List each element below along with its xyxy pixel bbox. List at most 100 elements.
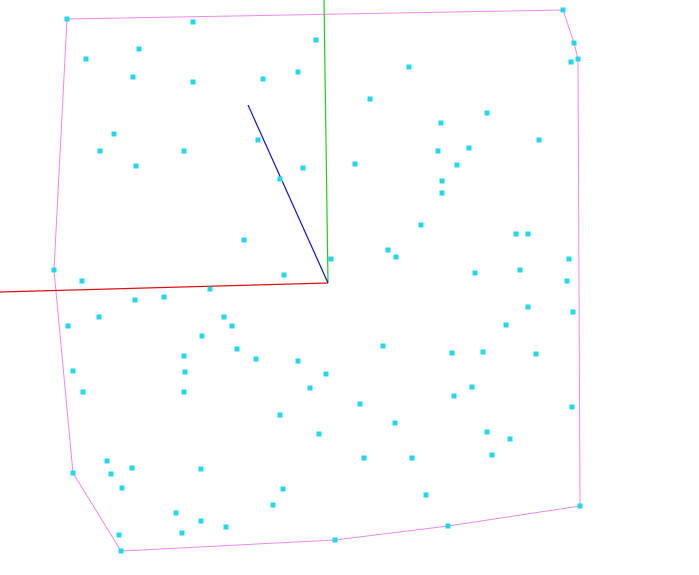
point-marker <box>480 349 486 355</box>
point-marker <box>234 346 240 352</box>
point-marker <box>361 455 367 461</box>
point-marker <box>316 431 322 437</box>
point-marker <box>451 393 457 399</box>
point-marker <box>173 510 179 516</box>
point-marker <box>182 369 188 375</box>
point-marker <box>577 503 583 509</box>
point-marker <box>136 46 142 52</box>
point-marker <box>564 278 570 284</box>
point-marker <box>79 278 85 284</box>
point-marker <box>199 333 205 339</box>
point-marker <box>438 120 444 126</box>
point-marker <box>83 56 89 62</box>
point-marker <box>385 247 391 253</box>
point-marker <box>104 458 110 464</box>
point-marker <box>179 530 185 536</box>
point-marker <box>507 436 513 442</box>
point-marker <box>80 389 86 395</box>
point-marker <box>367 96 373 102</box>
point-marker <box>277 176 283 182</box>
point-marker <box>445 523 451 529</box>
point-marker <box>119 485 125 491</box>
point-marker <box>570 309 576 315</box>
point-marker <box>281 272 287 278</box>
point-marker <box>454 162 460 168</box>
point-marker <box>533 351 539 357</box>
point-marker <box>190 79 196 85</box>
point-marker <box>130 74 136 80</box>
point-marker <box>571 40 577 46</box>
point-marker <box>133 163 139 169</box>
point-marker <box>97 148 103 154</box>
point-marker <box>295 358 301 364</box>
point-marker <box>207 286 213 292</box>
point-marker <box>449 350 455 356</box>
point-marker <box>307 385 313 391</box>
point-marker <box>241 237 247 243</box>
point-marker <box>323 371 329 377</box>
point-marker <box>70 470 76 476</box>
point-marker <box>51 267 57 273</box>
point-marker <box>466 145 472 151</box>
point-marker <box>439 178 445 184</box>
point-marker <box>435 148 441 154</box>
point-marker <box>253 356 259 362</box>
points-layer <box>51 7 583 554</box>
point-marker <box>181 148 187 154</box>
point-marker <box>484 429 490 435</box>
point-marker <box>277 412 283 418</box>
point-marker <box>513 231 519 237</box>
y-axis-line <box>323 0 329 284</box>
point-marker <box>181 353 187 359</box>
point-marker <box>352 161 358 167</box>
point-marker <box>70 368 76 374</box>
point-marker <box>116 532 122 538</box>
z-axis-line <box>247 104 329 284</box>
point-marker <box>406 64 412 70</box>
point-marker <box>190 19 196 25</box>
point-marker <box>423 492 429 498</box>
point-marker <box>198 518 204 524</box>
point-marker <box>295 69 301 75</box>
point-marker <box>229 323 235 329</box>
x-axis-line <box>0 282 329 293</box>
point-marker <box>300 165 306 171</box>
point-marker <box>280 486 286 492</box>
point-marker <box>313 37 319 43</box>
point-marker <box>560 7 566 13</box>
point-marker <box>96 314 102 320</box>
point-marker <box>418 222 424 228</box>
point-marker <box>108 471 114 477</box>
point-marker <box>270 502 276 508</box>
axes-layer <box>0 0 329 293</box>
point-marker <box>380 343 386 349</box>
point-marker <box>198 466 204 472</box>
point-marker <box>503 322 509 328</box>
point-marker <box>332 537 338 543</box>
point-marker <box>118 548 124 554</box>
point-marker <box>111 131 117 137</box>
point-marker <box>439 190 445 196</box>
point-marker <box>517 267 523 273</box>
point-marker <box>575 56 581 62</box>
point-marker <box>392 420 398 426</box>
point-marker <box>181 389 187 395</box>
point-marker <box>569 404 575 410</box>
point-marker <box>525 304 531 310</box>
point-marker <box>64 16 70 22</box>
point-marker <box>393 254 399 260</box>
point-marker <box>129 465 135 471</box>
point-marker <box>525 231 531 237</box>
point-marker <box>223 524 229 530</box>
point-marker <box>566 256 572 262</box>
point-marker <box>489 452 495 458</box>
point-marker <box>472 270 478 276</box>
point-marker <box>255 137 261 143</box>
point-marker <box>568 59 574 65</box>
point-marker <box>161 294 167 300</box>
point-marker <box>484 110 490 116</box>
point-marker <box>357 401 363 407</box>
